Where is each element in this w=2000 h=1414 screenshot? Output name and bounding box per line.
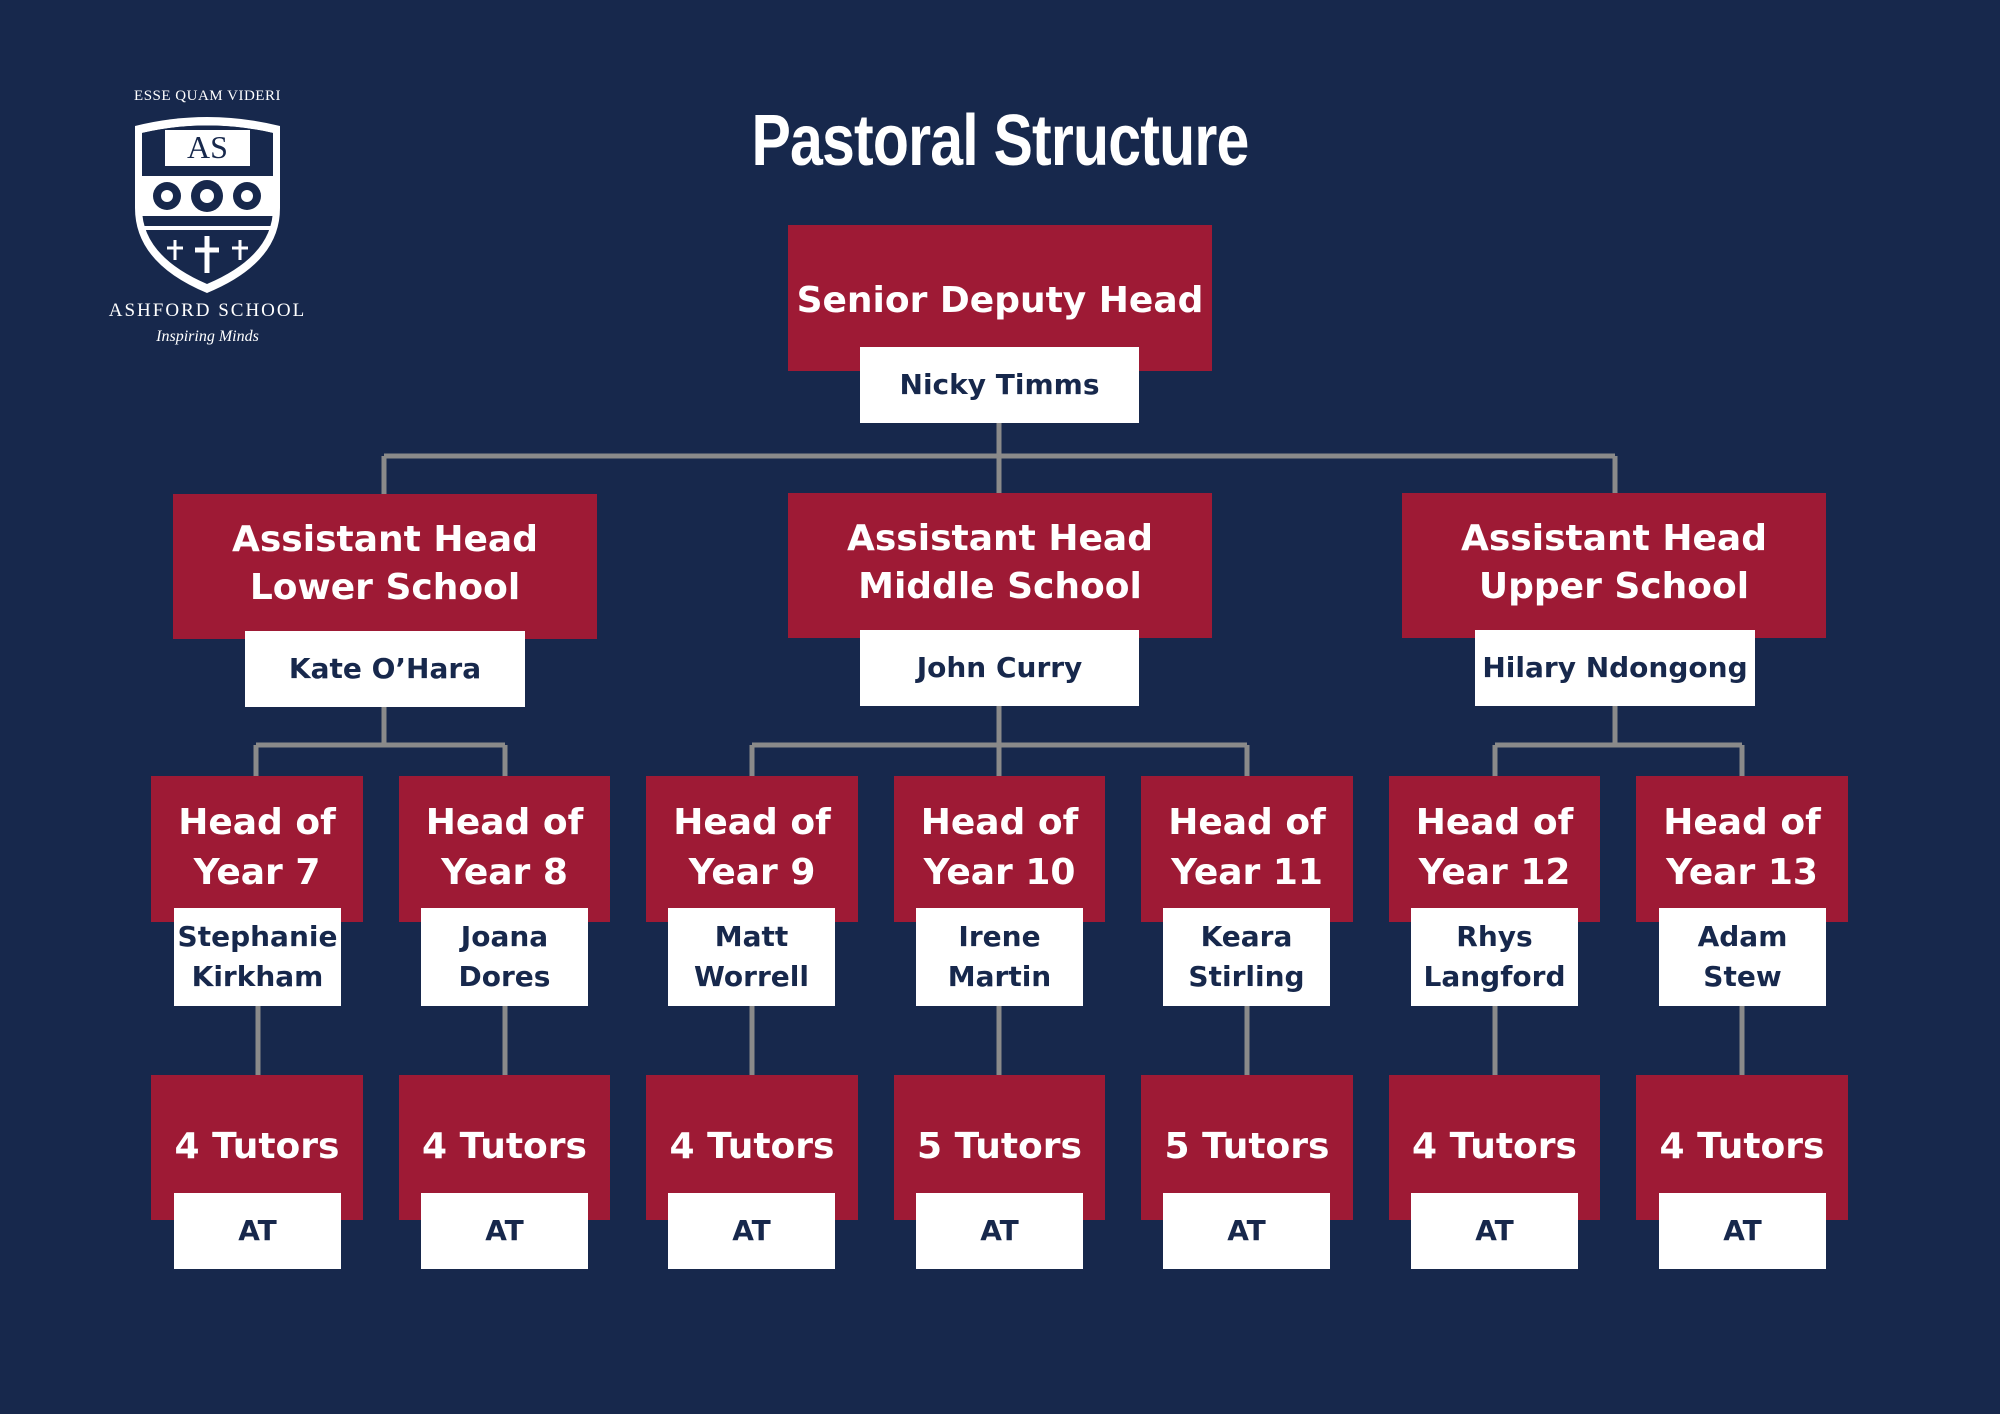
head-of-year-8-name: Joana Dores bbox=[421, 908, 588, 1006]
crest-icon: AS bbox=[135, 117, 280, 293]
svg-text:AS: AS bbox=[187, 129, 228, 165]
senior-deputy-head-box: Senior Deputy Head bbox=[788, 225, 1212, 371]
head-of-year-10-box: Head of Year 10 bbox=[894, 776, 1105, 922]
assistant-head-upper-box: Assistant Head Upper School bbox=[1402, 493, 1826, 638]
head-of-year-9-box: Head of Year 9 bbox=[646, 776, 858, 922]
assistant-head-lower-name: Kate O’Hara bbox=[245, 631, 525, 707]
head-of-year-13-name: Adam Stew bbox=[1659, 908, 1826, 1006]
year-7-at: AT bbox=[174, 1193, 341, 1269]
logo-tagline: Inspiring Minds bbox=[156, 328, 259, 345]
logo-school-name: ASHFORD SCHOOL bbox=[108, 300, 307, 321]
year-10-at: AT bbox=[916, 1193, 1083, 1269]
year-13-at: AT bbox=[1659, 1193, 1826, 1269]
head-of-year-7-box: Head of Year 7 bbox=[151, 776, 363, 922]
head-of-year-9-name: Matt Worrell bbox=[668, 908, 835, 1006]
head-of-year-12-box: Head of Year 12 bbox=[1389, 776, 1600, 922]
head-of-year-13-box: Head of Year 13 bbox=[1636, 776, 1848, 922]
head-of-year-12-name: Rhys Langford bbox=[1411, 908, 1578, 1006]
senior-deputy-head-name: Nicky Timms bbox=[860, 347, 1139, 423]
head-of-year-11-name: Keara Stirling bbox=[1163, 908, 1330, 1006]
assistant-head-middle-name: John Curry bbox=[860, 630, 1139, 706]
page-title: Pastoral Structure bbox=[751, 101, 1249, 181]
school-logo: ESSE QUAM VIDERI AS ASHFORD SCHOOL Inspi… bbox=[95, 88, 320, 358]
head-of-year-7-name: Stephanie Kirkham bbox=[174, 908, 341, 1006]
head-of-year-10-name: Irene Martin bbox=[916, 908, 1083, 1006]
assistant-head-middle-box: Assistant Head Middle School bbox=[788, 493, 1212, 638]
year-9-at: AT bbox=[668, 1193, 835, 1269]
year-11-at: AT bbox=[1163, 1193, 1330, 1269]
head-of-year-8-box: Head of Year 8 bbox=[399, 776, 610, 922]
assistant-head-lower-box: Assistant Head Lower School bbox=[173, 494, 597, 639]
year-12-at: AT bbox=[1411, 1193, 1578, 1269]
assistant-head-upper-name: Hilary Ndongong bbox=[1475, 630, 1755, 706]
year-8-at: AT bbox=[421, 1193, 588, 1269]
head-of-year-11-box: Head of Year 11 bbox=[1141, 776, 1353, 922]
logo-motto: ESSE QUAM VIDERI bbox=[134, 88, 281, 104]
